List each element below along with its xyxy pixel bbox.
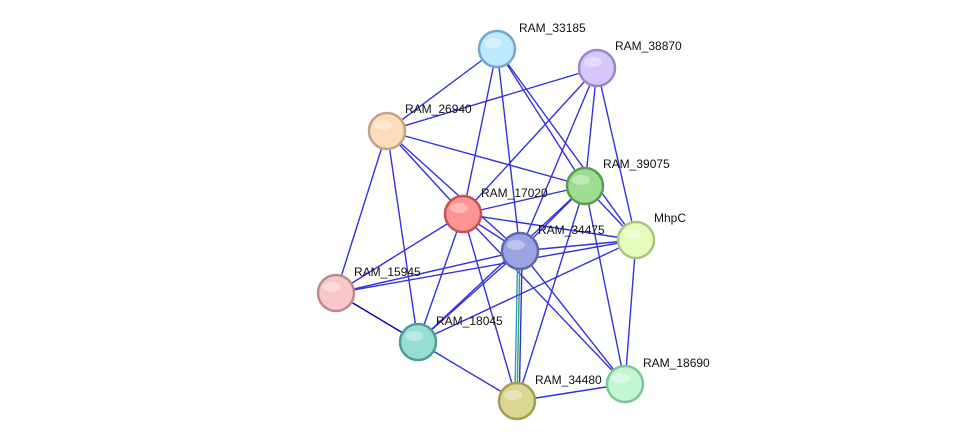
node-label-ram-34480: RAM_34480: [535, 373, 602, 387]
node-label-ram-33185: RAM_33185: [519, 21, 586, 35]
edge-ram-26940-ram-34475: [386, 130, 521, 252]
node-highlight: [450, 203, 468, 213]
node-highlight: [484, 38, 502, 48]
node-label-ram-38870: RAM_38870: [615, 39, 682, 53]
edge-ram-38870-ram-34475: [519, 67, 598, 252]
node-highlight: [323, 282, 341, 292]
edge-mhpc-ram-18045: [417, 239, 637, 343]
node-label-ram-39075: RAM_39075: [603, 157, 670, 171]
edge-ram-33185-ram-17020: [462, 48, 498, 215]
edge-ram-17020-mhpc: [462, 213, 637, 241]
edge-ram-26940-ram-39075: [386, 130, 586, 187]
edge-mhpc-ram-18690: [624, 239, 637, 385]
node-ram-15945[interactable]: [316, 273, 356, 313]
edge-ram-38870-ram-17020: [462, 67, 598, 215]
node-label-ram-26940: RAM_26940: [405, 102, 472, 116]
edge-ram-33185-ram-34475: [496, 48, 521, 252]
node-label-ram-18690: RAM_18690: [643, 356, 710, 370]
edge-mhpc-ram-15945: [335, 239, 637, 294]
edge-ram-17020-ram-18690: [462, 213, 626, 385]
edge-ram-38870-ram-39075: [584, 67, 598, 187]
edge-ram-39075-ram-34480: [516, 185, 586, 402]
node-highlight: [612, 373, 630, 383]
node-ram-18045[interactable]: [398, 322, 438, 362]
node-ram-18690[interactable]: [605, 364, 645, 404]
edge-ram-34475-ram-34480: [516, 250, 521, 402]
edge-ram-38870-mhpc: [596, 67, 637, 241]
edge-ram-17020-ram-18045: [417, 213, 464, 343]
edge-ram-34475-ram-34480: [518, 251, 523, 402]
label-layer: RAM_33185RAM_38870RAM_26940RAM_39075RAM_…: [354, 21, 710, 387]
node-highlight: [623, 229, 641, 239]
edge-ram-39075-ram-17020: [462, 185, 586, 215]
node-ram-34475[interactable]: [500, 231, 540, 271]
edge-ram-34475-ram-15945: [335, 250, 521, 294]
edge-ram-33185-ram-39075: [496, 48, 586, 187]
node-highlight: [572, 175, 590, 185]
node-highlight: [504, 390, 522, 400]
edge-ram-39075-ram-18690: [584, 185, 626, 385]
node-label-ram-15945: RAM_15945: [354, 265, 421, 279]
node-highlight: [405, 331, 423, 341]
node-ram-39075[interactable]: [565, 166, 605, 206]
edge-ram-34475-ram-18045: [417, 250, 521, 343]
node-ram-26940[interactable]: [367, 111, 407, 151]
node-highlight: [374, 120, 392, 130]
node-label-ram-34475: RAM_34475: [538, 223, 605, 237]
edge-ram-33185-mhpc: [496, 48, 637, 241]
node-ram-38870[interactable]: [577, 48, 617, 88]
edge-ram-34475-mhpc: [519, 239, 637, 252]
node-highlight: [507, 240, 525, 250]
node-label-ram-18045: RAM_18045: [436, 314, 503, 328]
edge-ram-17020-ram-34480: [462, 213, 518, 402]
node-layer: [316, 29, 656, 421]
edge-ram-26940-ram-18045: [386, 130, 419, 343]
node-mhpc[interactable]: [616, 220, 656, 260]
node-ram-17020[interactable]: [443, 194, 483, 234]
edge-ram-33185-ram-26940: [386, 48, 498, 132]
edge-ram-26940-ram-15945: [335, 130, 388, 294]
edge-ram-17020-ram-15945: [335, 213, 464, 294]
node-ram-33185[interactable]: [477, 29, 517, 69]
node-label-mhpc: MhpC: [654, 211, 686, 225]
node-ram-34480[interactable]: [497, 381, 537, 421]
node-label-ram-17020: RAM_17020: [481, 186, 548, 200]
edge-ram-34475-ram-34480: [514, 250, 519, 401]
edge-ram-38870-ram-26940: [386, 67, 598, 132]
node-highlight: [584, 57, 602, 67]
edge-ram-34475-ram-18690: [519, 250, 626, 385]
